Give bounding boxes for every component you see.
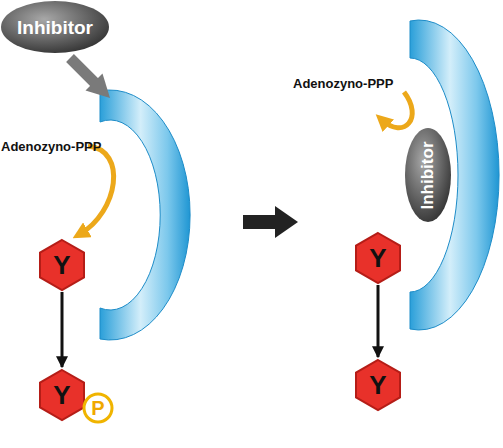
phosphate-node: P [82, 392, 114, 424]
residue-node: Y [39, 369, 85, 421]
inhibitor-node: Inhibitor [0, 0, 110, 54]
inhibitor-ellipse [405, 128, 451, 222]
reaction-arrow [61, 292, 64, 367]
enzyme-shape [100, 90, 190, 340]
inhibitor-node: Inhibitor [404, 127, 452, 223]
residue-hexagon [40, 240, 84, 290]
residue-hexagon [40, 370, 84, 420]
molecule-label: Adenozyno-PPP [1, 139, 101, 154]
binding-arrowhead [86, 74, 111, 99]
phosphate-arrow [80, 146, 114, 234]
residue-node: Y [39, 239, 85, 291]
phosphate-arrow [382, 92, 412, 128]
node-text: Y [369, 245, 386, 271]
node-text: Y [53, 252, 70, 278]
reaction-arrow [377, 285, 380, 357]
residue-hexagon [356, 360, 400, 410]
residue-hexagon [356, 233, 400, 283]
node-text: Y [369, 372, 386, 398]
node-text: Inhibitor [420, 141, 437, 209]
enzyme-shape [410, 20, 499, 330]
node-text: Y [53, 382, 70, 408]
node-text: P [91, 398, 104, 418]
transition-arrow [243, 206, 298, 238]
node-text: Inhibitor [17, 18, 93, 37]
molecule-label: Adenozyno-PPP [293, 76, 393, 91]
binding-arrow [70, 58, 96, 84]
inhibitor-ellipse [1, 1, 109, 53]
residue-node: Y [355, 232, 401, 284]
residue-node: Y [355, 359, 401, 411]
phosphate-circle [84, 394, 112, 422]
